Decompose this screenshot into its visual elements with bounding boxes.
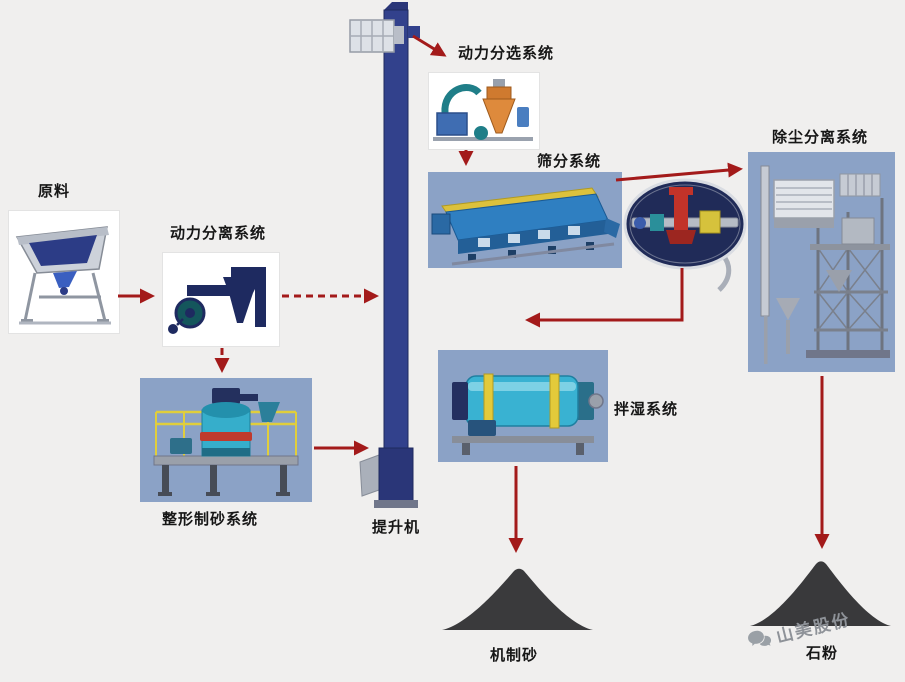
elevator-label: 提升机 — [372, 519, 421, 536]
machine-sand-pile — [440, 566, 595, 632]
wetting-panel — [438, 350, 608, 462]
hopper-icon — [15, 226, 111, 325]
dust-separation-panel — [748, 152, 895, 372]
screening-label: 筛分系统 — [537, 153, 602, 170]
wetting-label: 拌湿系统 — [614, 401, 679, 418]
stone-powder-pile — [748, 558, 893, 628]
power-separation-panel — [162, 252, 280, 347]
raw-material-label: 原料 — [38, 183, 71, 200]
screening-panel — [428, 172, 622, 268]
power-sorting-panel — [428, 72, 540, 150]
raw-material-panel — [8, 210, 120, 334]
sand-maker-icon — [153, 388, 299, 496]
stone-powder-label: 石粉 — [806, 645, 839, 662]
shaping-sand-label: 整形制砂系统 — [162, 511, 259, 528]
wet-mixer-drum-icon — [452, 373, 604, 455]
dust-separation-label: 除尘分离系统 — [772, 129, 869, 146]
elevator-illustration — [346, 0, 436, 512]
power-separation-label: 动力分离系统 — [170, 225, 267, 242]
sorting-cyclone-icon — [433, 79, 533, 141]
power-sorting-label: 动力分选系统 — [458, 45, 555, 62]
separator-icon — [168, 267, 266, 334]
sand-cone-icon — [442, 568, 593, 630]
screening-detail-callout — [622, 178, 748, 300]
machine-sand-label: 机制砂 — [490, 647, 539, 664]
powder-cone-icon — [750, 561, 891, 626]
watermark: 山美股份 — [745, 605, 853, 655]
magnified-detail-icon — [623, 178, 747, 292]
shaping-sand-panel — [140, 378, 312, 502]
dust-collector-tower-icon — [760, 165, 890, 364]
vibrating-screen-icon — [431, 187, 620, 266]
bucket-elevator-icon — [349, 2, 420, 508]
chat-bubbles-icon — [747, 630, 771, 646]
